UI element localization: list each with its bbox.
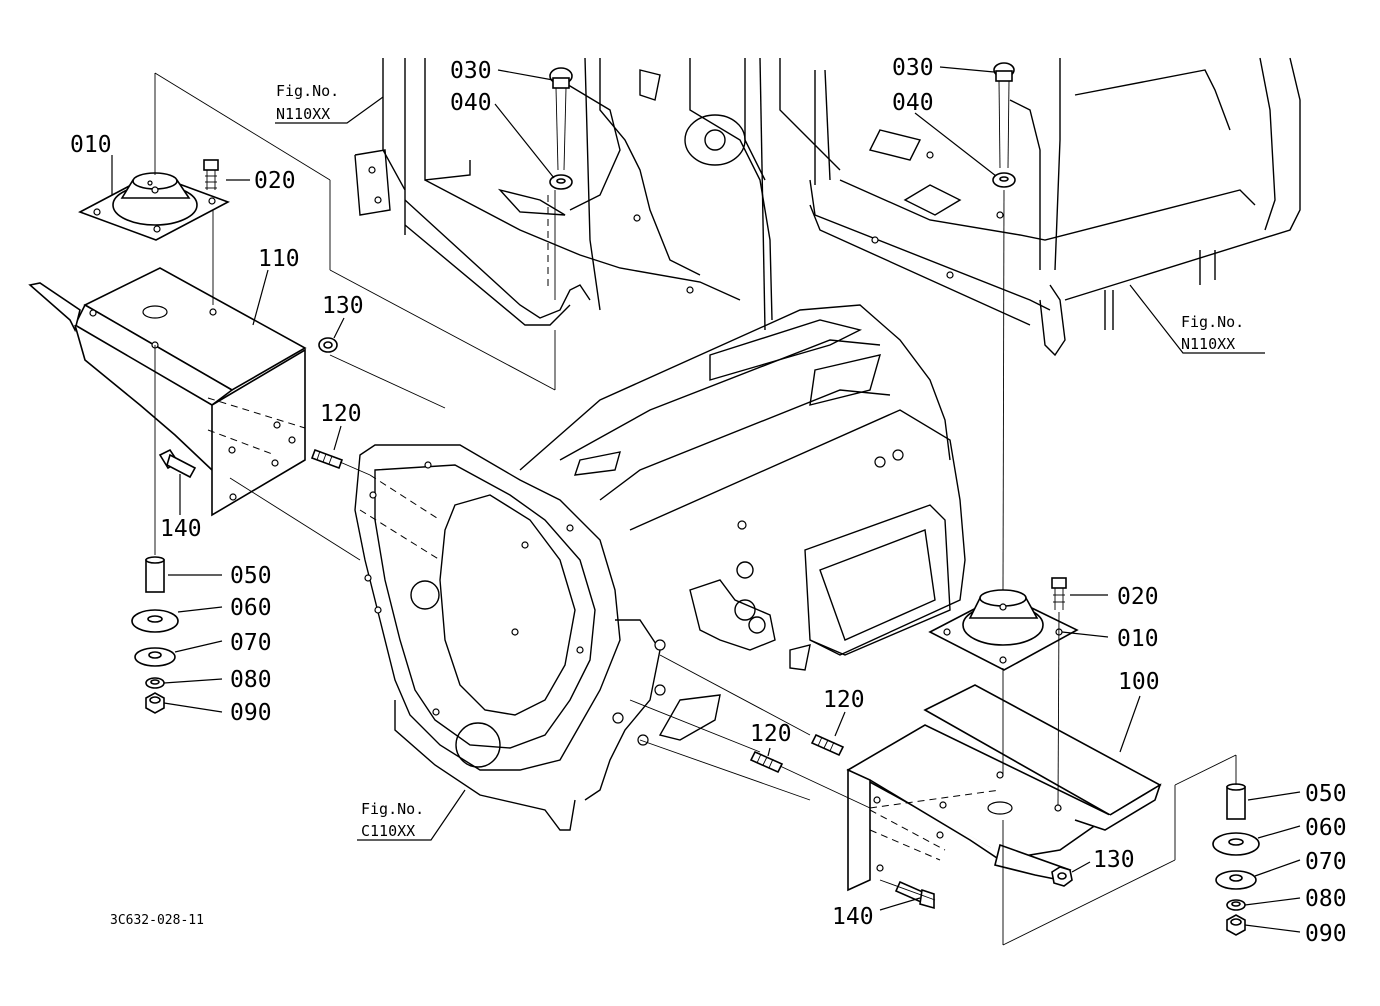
cab-frame-right [779,57,1301,357]
callout-120-left: 120 [320,401,362,427]
spacer-stack-left [131,556,179,714]
callout-labels: 010 020 030 040 110 130 120 140 050 060 … [70,55,1347,947]
leader-lines [111,66,1301,933]
spacer-stack-right [1212,783,1260,936]
callout-070-right: 070 [1305,849,1347,875]
callout-120-right-lower: 120 [750,721,792,747]
bolt-140-left [158,448,197,479]
callout-050-left: 050 [230,563,272,589]
bolt-030-right-cab [992,62,1016,188]
callout-130-left: 130 [322,293,364,319]
figure-ref-n110xx-right: Fig.No. N110XX [1181,313,1244,353]
svg-text:C110XX: C110XX [361,822,415,840]
callout-060-left: 060 [230,595,272,621]
figure-ref-c110xx: Fig.No. C110XX [361,800,424,840]
stud-120-left [310,448,344,470]
bolt-020-left [203,159,219,190]
callout-120-right-upper: 120 [823,687,865,713]
right-mount-assembly [549,62,1260,936]
stud-120-right-lower [749,750,784,774]
callout-100: 100 [1118,669,1160,695]
callout-140-right: 140 [832,904,874,930]
stud-120-right-upper [810,733,845,757]
nut-130-right [1051,866,1073,887]
rubber-mount-left [78,172,230,241]
transmission-housing [354,304,966,831]
svg-text:Fig.No.: Fig.No. [1181,313,1244,331]
callout-040-right: 040 [892,90,934,116]
callout-070-left: 070 [230,630,272,656]
callout-060-right: 060 [1305,815,1347,841]
callout-010-right: 010 [1117,626,1159,652]
callout-090-right: 090 [1305,921,1347,947]
callout-130-right: 130 [1093,847,1135,873]
callout-140-left: 140 [160,516,202,542]
drawing-code: 3C632-028-11 [110,913,204,928]
callout-090-left: 090 [230,700,272,726]
callout-110: 110 [258,246,300,272]
rubber-mount-right [928,589,1079,671]
callout-050-right: 050 [1305,781,1347,807]
callout-080-left: 080 [230,667,272,693]
alignment-lines [154,72,1237,946]
svg-text:Fig.No.: Fig.No. [361,800,424,818]
callout-010-left: 010 [70,132,112,158]
svg-text:N110XX: N110XX [1181,335,1235,353]
cab-frame-left [354,57,773,331]
bolt-030-left-cab [549,67,573,190]
bolt-020-right [1051,577,1067,610]
left-mount-assembly [28,159,344,714]
bolt-140-right [894,880,935,910]
bracket-110 [28,267,307,517]
callout-030-right: 030 [892,55,934,81]
svg-text:Fig.No.: Fig.No. [276,82,339,100]
callout-030-left: 030 [450,58,492,84]
nut-130-left [318,337,338,353]
svg-text:N110XX: N110XX [276,105,330,123]
callout-080-right: 080 [1305,886,1347,912]
callout-040-left: 040 [450,90,492,116]
callout-020-left: 020 [254,168,296,194]
figure-ref-n110xx-left: Fig.No. N110XX [276,82,339,123]
callout-020-right: 020 [1117,584,1159,610]
